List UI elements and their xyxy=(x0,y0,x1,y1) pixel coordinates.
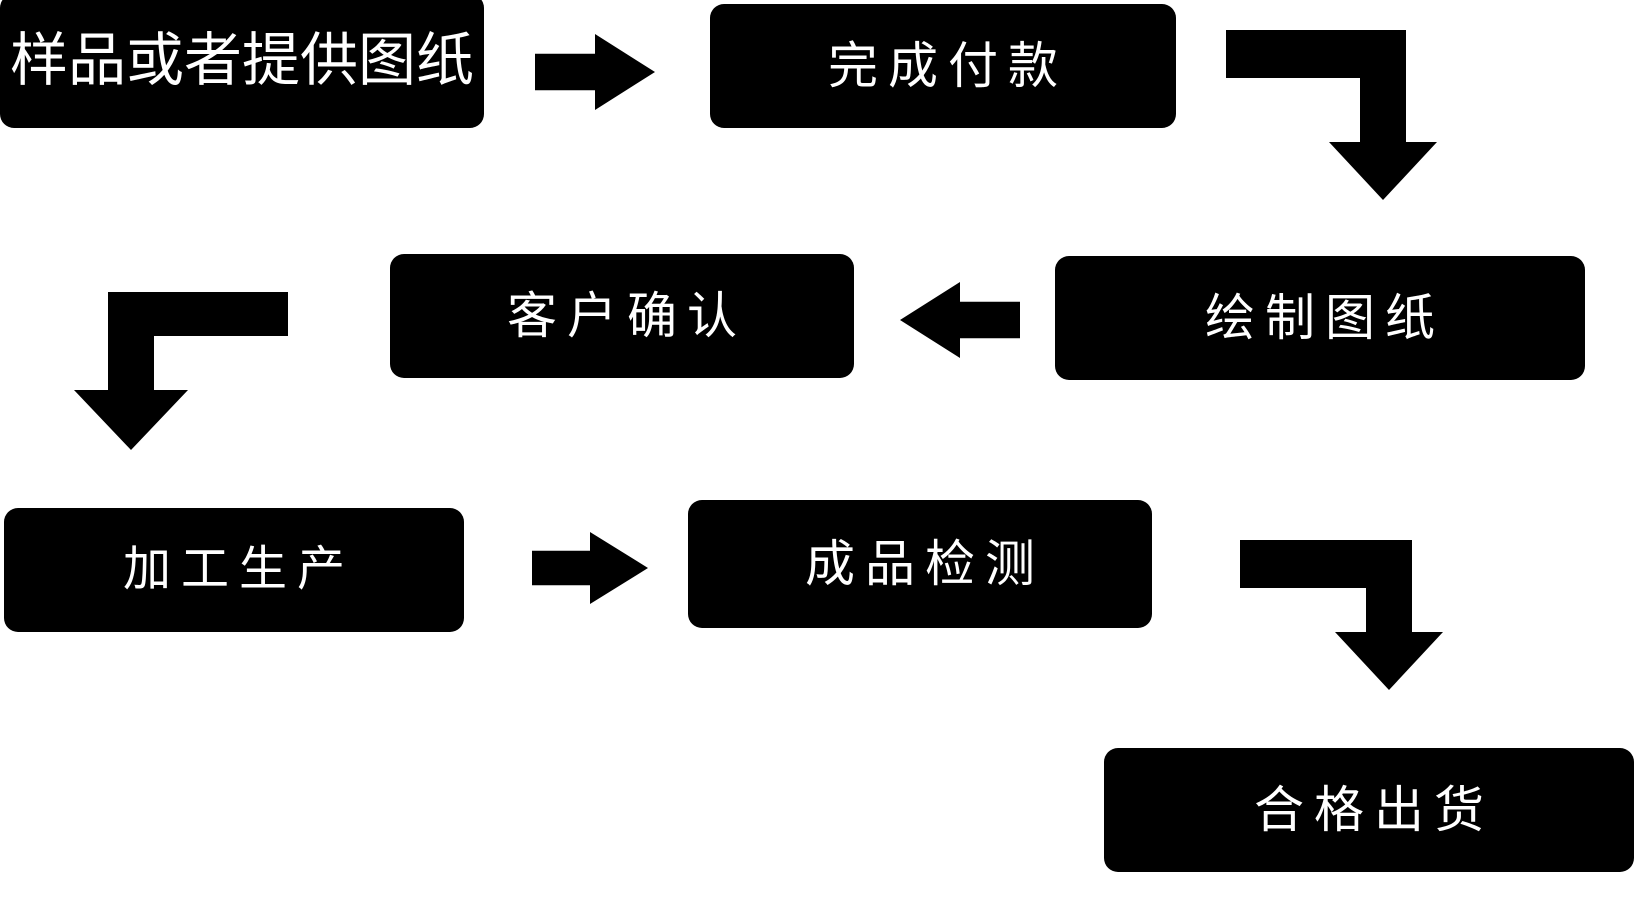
node-qualified-shipment-label: 合格出货 xyxy=(1254,782,1494,838)
node-sample-or-drawing[interactable]: 样品或者提供图纸 xyxy=(0,0,484,128)
node-final-inspection[interactable]: 成品检测 xyxy=(688,500,1152,628)
arrow-production-to-inspection-icon xyxy=(532,532,648,604)
node-customer-confirm-label: 客户确认 xyxy=(507,288,747,344)
node-sample-or-drawing-label: 样品或者提供图纸 xyxy=(9,28,474,93)
arrow-payment-to-drawing-icon xyxy=(1226,30,1437,200)
arrow-drawing-to-confirm-icon xyxy=(900,282,1020,358)
node-production[interactable]: 加工生产 xyxy=(4,508,464,632)
node-complete-payment-label: 完成付款 xyxy=(828,38,1068,94)
node-qualified-shipment[interactable]: 合格出货 xyxy=(1104,748,1634,872)
node-final-inspection-label: 成品检测 xyxy=(805,536,1045,592)
arrow-inspection-to-shipment-icon xyxy=(1240,540,1443,690)
arrow-confirm-to-production-icon xyxy=(74,292,288,450)
node-draw-drawing[interactable]: 绘制图纸 xyxy=(1055,256,1585,380)
node-production-label: 加工生产 xyxy=(122,543,355,596)
node-complete-payment[interactable]: 完成付款 xyxy=(710,4,1176,128)
node-draw-drawing-label: 绘制图纸 xyxy=(1205,290,1445,346)
arrow-sample-to-payment-icon xyxy=(535,34,655,110)
node-customer-confirm[interactable]: 客户确认 xyxy=(390,254,854,378)
